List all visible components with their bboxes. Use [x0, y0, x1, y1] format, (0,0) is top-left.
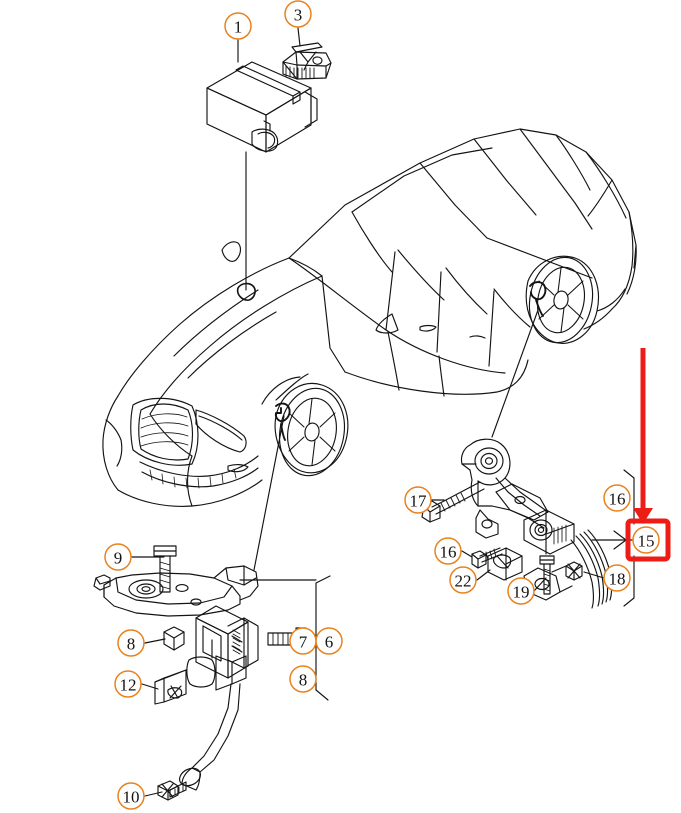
callout-8[interactable]: 8 — [117, 629, 145, 657]
car-illustration — [102, 128, 637, 507]
callout-circle — [507, 577, 535, 605]
callout-8[interactable]: 8 — [289, 665, 317, 693]
callout-circle — [117, 629, 145, 657]
callout-6[interactable]: 6 — [315, 627, 343, 655]
callout-circle — [315, 627, 343, 655]
callout-3[interactable]: 3 — [284, 0, 312, 28]
callout-circle — [289, 665, 317, 693]
callout-9[interactable]: 9 — [104, 543, 132, 571]
callout-17[interactable]: 17 — [404, 486, 432, 514]
callout-22[interactable]: 22 — [449, 566, 477, 594]
callout-circle — [434, 537, 462, 565]
callout-circle — [284, 0, 312, 28]
part-control-module — [206, 61, 318, 153]
callout-circle — [117, 782, 145, 810]
callout-1[interactable]: 1 — [224, 12, 252, 40]
callout-circle — [603, 564, 631, 592]
callout-circle — [224, 12, 252, 40]
callout-16[interactable]: 16 — [434, 537, 462, 565]
callout-circle — [289, 627, 317, 655]
callout-19[interactable]: 19 — [507, 577, 535, 605]
highlight-box — [625, 518, 671, 562]
callout-7[interactable]: 7 — [289, 627, 317, 655]
front-level-sensor-assembly — [93, 545, 307, 801]
callout-circle — [114, 670, 142, 698]
leader-lines — [131, 27, 635, 797]
callout-18[interactable]: 18 — [603, 564, 631, 592]
highlight-arrow-head — [633, 508, 653, 524]
callout-circle — [404, 486, 432, 514]
callout-circle — [449, 566, 477, 594]
callout-12[interactable]: 12 — [114, 670, 142, 698]
callout-10[interactable]: 10 — [117, 782, 145, 810]
callout-circle — [104, 543, 132, 571]
callout-circle — [603, 484, 631, 512]
part-electrical-connector — [282, 42, 332, 80]
callout-circle — [632, 526, 660, 554]
callout-16[interactable]: 16 — [603, 484, 631, 512]
callout-15[interactable]: 15 — [632, 526, 660, 554]
